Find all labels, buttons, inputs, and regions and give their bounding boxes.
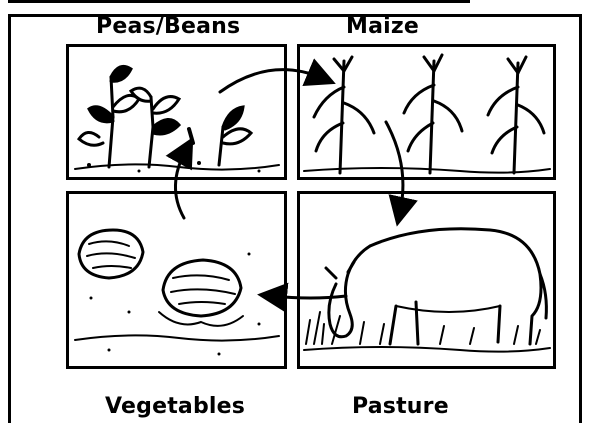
maize-leaf xyxy=(316,123,343,151)
cow-horns xyxy=(326,262,354,278)
label-vegetables: Vegetables xyxy=(105,394,245,419)
label-pasture: Pasture xyxy=(352,394,449,419)
ground-line xyxy=(75,335,279,340)
cabbage-illustration xyxy=(69,194,284,366)
grass-blades xyxy=(306,312,540,344)
cabbage-leaf-lines xyxy=(171,275,235,304)
cabbage-outer-leaves xyxy=(159,312,243,326)
panel-pasture xyxy=(297,191,556,369)
maize-stalk xyxy=(514,63,518,173)
bean-plants-illustration xyxy=(69,47,284,177)
cabbage-head xyxy=(163,260,241,316)
cabbage-leaf-lines xyxy=(87,241,135,268)
maize-leaf xyxy=(408,123,433,151)
label-maize: Maize xyxy=(346,14,419,39)
frame-left-border xyxy=(8,14,11,423)
panel-vegetables xyxy=(66,191,287,369)
bean-leaf xyxy=(223,129,251,144)
bean-leaf xyxy=(111,66,131,81)
maize-stalk xyxy=(430,61,434,173)
cow-belly xyxy=(396,306,500,312)
label-peas-beans: Peas/Beans xyxy=(96,14,240,39)
panel-peas-beans xyxy=(66,44,287,180)
frame-top-border xyxy=(8,14,582,17)
maize-plants-illustration xyxy=(300,47,553,177)
top-rule xyxy=(8,0,470,3)
bean-leaf xyxy=(223,107,243,129)
frame-right-border xyxy=(579,14,582,423)
bean-leaf xyxy=(153,97,179,114)
cow-body xyxy=(370,229,541,344)
maize-leaf xyxy=(344,103,374,133)
maize-leaf xyxy=(314,87,344,117)
ground-line xyxy=(75,164,279,169)
bean-stem xyxy=(219,127,223,165)
ground-line xyxy=(304,347,550,352)
bean-leaf xyxy=(131,88,151,101)
bean-leaf xyxy=(79,132,103,145)
panel-maize xyxy=(297,44,556,180)
maize-leaf xyxy=(518,105,544,133)
maize-leaf xyxy=(492,127,517,153)
maize-leaf xyxy=(488,87,518,115)
maize-leaf xyxy=(404,85,434,113)
bean-leaf xyxy=(89,107,113,122)
maize-stalk xyxy=(340,61,344,173)
bean-leaf xyxy=(153,119,179,134)
bean-pod xyxy=(189,129,193,143)
cow-grazing-illustration xyxy=(300,194,553,366)
maize-leaf xyxy=(434,101,462,131)
